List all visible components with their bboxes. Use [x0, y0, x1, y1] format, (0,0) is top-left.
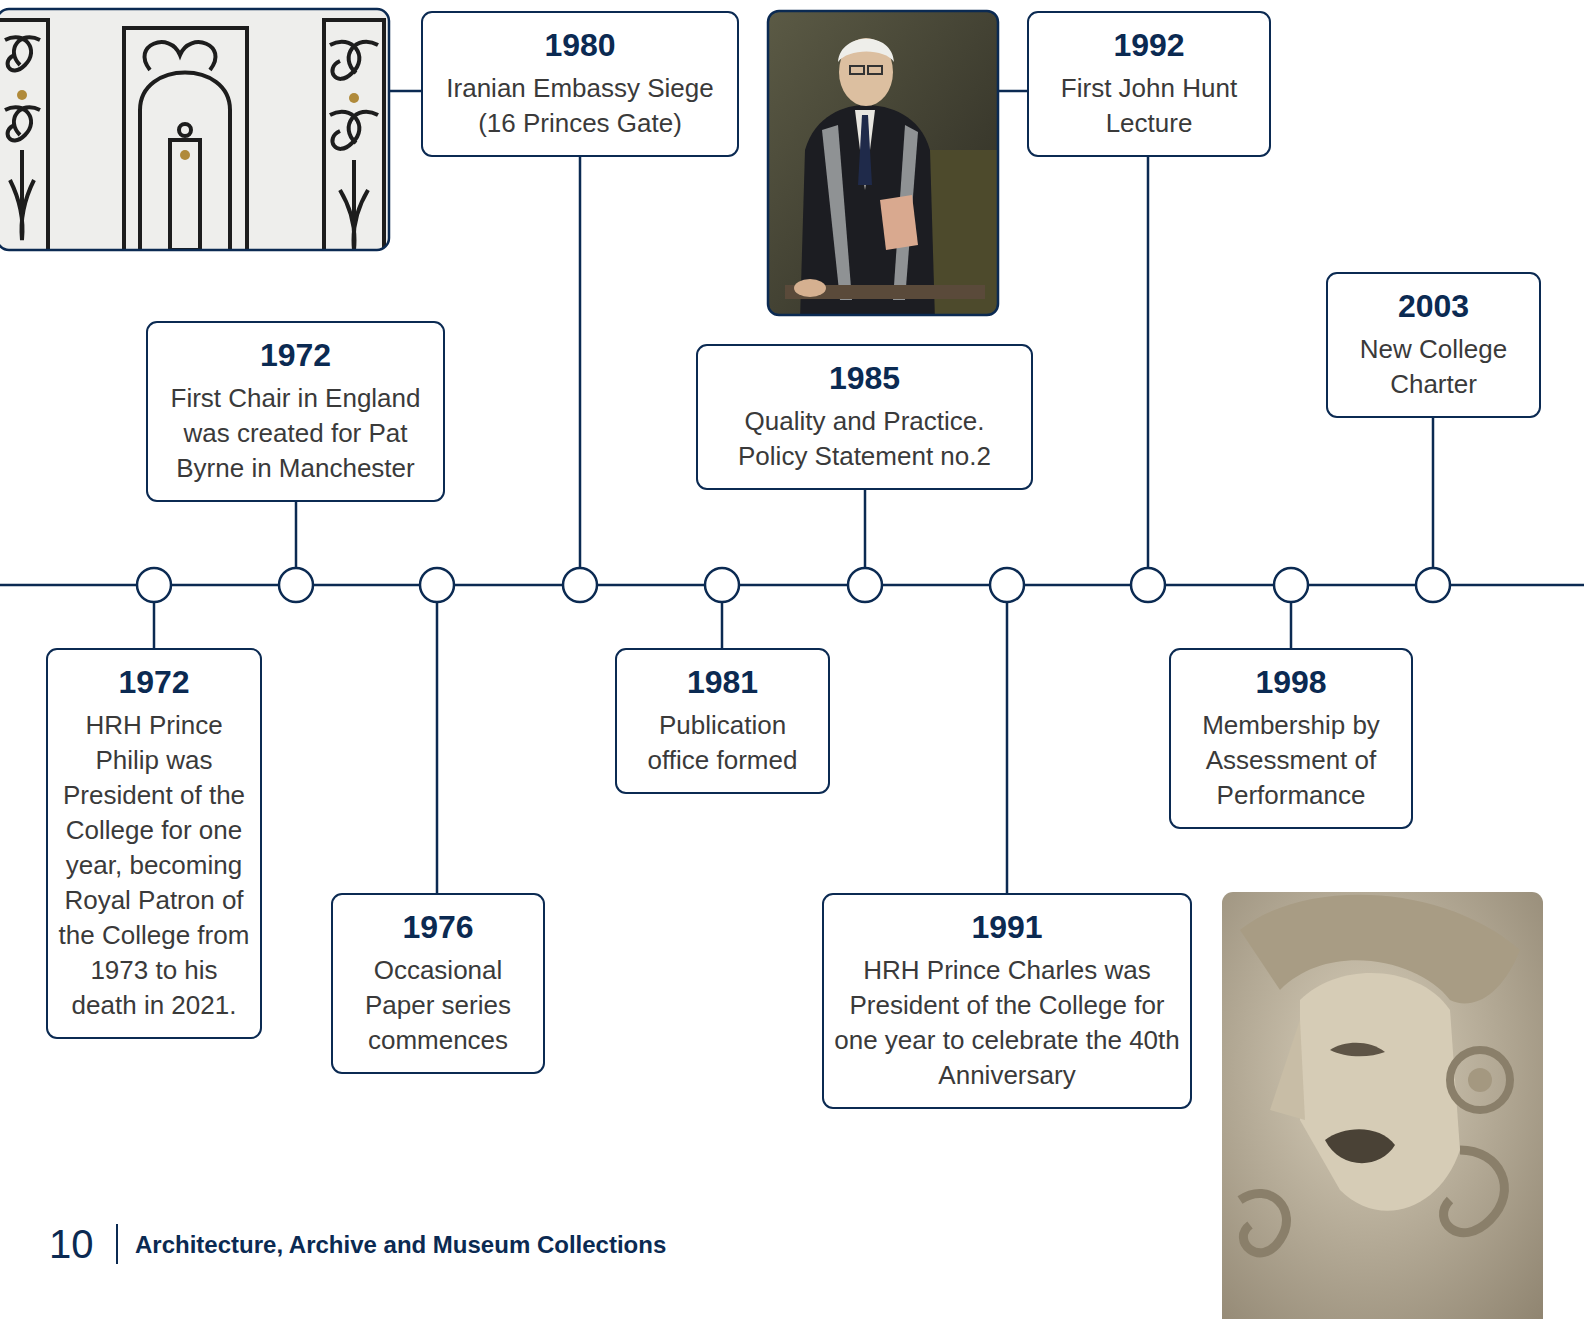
event-year: 1972	[58, 662, 250, 702]
event-year: 1980	[433, 25, 727, 65]
leader-line	[721, 602, 724, 648]
event-year: 1972	[158, 335, 433, 375]
event-box: 1972First Chair in England was created f…	[146, 321, 445, 502]
event-text: Occasional Paper series commences	[343, 953, 533, 1058]
event-text: First Chair in England was created for P…	[158, 381, 433, 486]
event-box: 1992First John Hunt Lecture	[1027, 11, 1271, 157]
event-year: 1998	[1181, 662, 1401, 702]
leader-line	[1432, 418, 1435, 568]
leader-line	[1290, 602, 1293, 648]
event-box: 1998Membership by Assessment of Performa…	[1169, 648, 1413, 829]
leader-line	[579, 157, 582, 568]
event-box: 1981Publication office formed	[615, 648, 830, 794]
event-box: 1985Quality and Practice. Policy Stateme…	[696, 344, 1033, 490]
timeline-marker	[563, 568, 597, 602]
event-box: 1972HRH Prince Philip was President of t…	[46, 648, 262, 1039]
leader-line	[1006, 602, 1009, 893]
leader-line	[389, 90, 421, 93]
event-box: 2003New College Charter	[1326, 272, 1541, 418]
leader-line	[295, 502, 298, 568]
timeline-marker	[848, 568, 882, 602]
event-text: HRH Prince Philip was President of the C…	[58, 708, 250, 1023]
event-text: Publication office formed	[627, 708, 818, 778]
leader-line	[153, 602, 156, 648]
event-year: 1976	[343, 907, 533, 947]
ironwork-photo	[0, 9, 389, 250]
stone-carving	[1222, 892, 1543, 1319]
event-text: Quality and Practice. Policy Statement n…	[708, 404, 1021, 474]
event-year: 1985	[708, 358, 1021, 398]
event-text: New College Charter	[1338, 332, 1529, 402]
event-year: 1992	[1039, 25, 1259, 65]
timeline-marker	[990, 568, 1024, 602]
event-year: 2003	[1338, 286, 1529, 326]
timeline-marker	[705, 568, 739, 602]
timeline-marker	[279, 568, 313, 602]
footer-title: Architecture, Archive and Museum Collect…	[135, 1231, 666, 1259]
event-text: Iranian Embassy Siege (16 Princes Gate)	[433, 71, 727, 141]
leader-line	[1147, 157, 1150, 568]
event-text: HRH Prince Charles was President of the …	[834, 953, 1180, 1093]
page-number: 10	[49, 1222, 94, 1267]
event-year: 1981	[627, 662, 818, 702]
timeline-marker	[420, 568, 454, 602]
event-box: 1991HRH Prince Charles was President of …	[822, 893, 1192, 1109]
timeline-marker	[1416, 568, 1450, 602]
timeline-marker	[1274, 568, 1308, 602]
event-box: 1976Occasional Paper series commences	[331, 893, 545, 1074]
timeline-marker	[1131, 568, 1165, 602]
leader-line	[436, 602, 439, 893]
leader-line	[998, 90, 1027, 93]
portrait-painting	[768, 11, 998, 315]
timeline-marker	[137, 568, 171, 602]
event-text: Membership by Assessment of Performance	[1181, 708, 1401, 813]
footer-divider	[116, 1224, 118, 1264]
leader-line	[864, 490, 867, 568]
event-text: First John Hunt Lecture	[1039, 71, 1259, 141]
event-year: 1991	[834, 907, 1180, 947]
timeline-axis	[0, 584, 1584, 587]
event-box: 1980Iranian Embassy Siege (16 Princes Ga…	[421, 11, 739, 157]
